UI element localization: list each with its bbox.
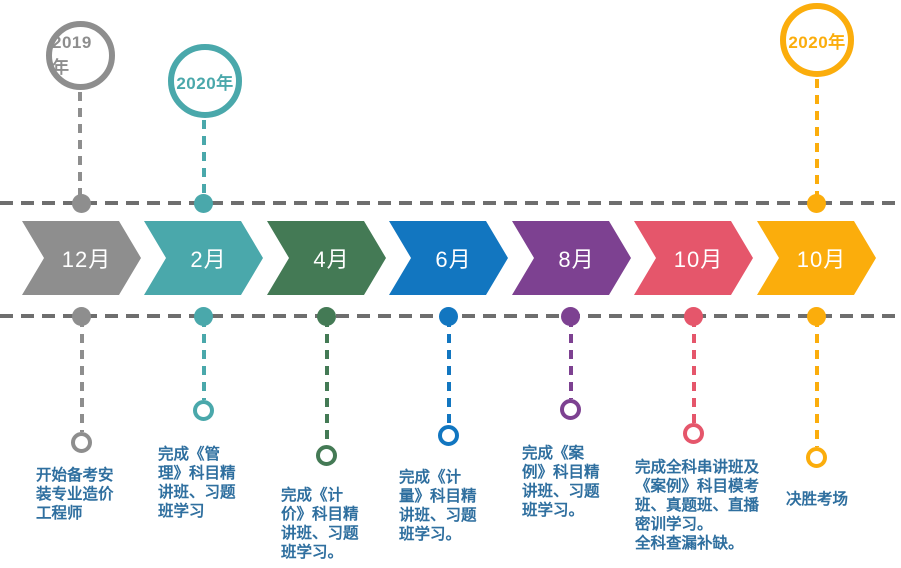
- chevron-oct-2: 10月: [757, 221, 876, 295]
- timeline-axis-top: [0, 201, 901, 205]
- ring-apr: [316, 445, 337, 466]
- year-marker-2020-exam: 2020年: [780, 3, 854, 77]
- month-label: 10月: [673, 247, 724, 272]
- axis-dot-2019: [72, 194, 91, 213]
- milestone-description-oct-2: 决胜考场: [786, 491, 849, 508]
- drop-line-feb: [202, 318, 206, 400]
- month-label: 8月: [558, 247, 595, 272]
- milestone-description-apr: 完成《计 价》科目精 讲班、习题 班学习。: [281, 487, 359, 561]
- axis-dot-2020-exam: [807, 194, 826, 213]
- drop-line-oct-2: [815, 318, 819, 447]
- milestone-dot-aug: [561, 307, 580, 326]
- ring-jun: [438, 425, 459, 446]
- ring-dec: [71, 432, 92, 453]
- chevron-aug: 8月: [512, 221, 631, 295]
- milestone-description-feb: 完成《管 理》科目精 讲班、习题 班学习: [158, 446, 236, 520]
- year-label: 2019年: [52, 33, 92, 77]
- month-label: 6月: [435, 247, 472, 272]
- month-label: 10月: [796, 247, 847, 272]
- axis-dot-2020-start: [194, 194, 213, 213]
- chevron-feb: 2月: [144, 221, 263, 295]
- milestone-dot-jun: [439, 307, 458, 326]
- ring-oct-2: [806, 447, 827, 468]
- month-label: 4月: [313, 247, 350, 272]
- ring-aug: [560, 399, 581, 420]
- milestone-dot-dec: [72, 307, 91, 326]
- year-label: 2020年: [176, 73, 234, 93]
- chevron-jun: 6月: [389, 221, 508, 295]
- ring-feb: [193, 400, 214, 421]
- drop-line-aug: [569, 318, 573, 399]
- ring-oct-1: [683, 423, 704, 444]
- year-connector-2020-start: [202, 120, 206, 203]
- milestone-dot-oct-2: [807, 307, 826, 326]
- year-connector-2020-exam: [815, 79, 819, 203]
- drop-line-jun: [447, 318, 451, 425]
- milestone-description-aug: 完成《案 例》科目精 讲班、习题 班学习。: [522, 445, 600, 519]
- drop-line-apr: [325, 318, 329, 445]
- chevron-apr: 4月: [267, 221, 386, 295]
- chevron-oct-1: 10月: [634, 221, 753, 295]
- year-marker-2019: 2019年: [46, 21, 115, 90]
- year-connector-2019: [78, 92, 82, 203]
- milestone-dot-apr: [317, 307, 336, 326]
- year-label: 2020年: [788, 32, 846, 52]
- milestone-description-dec: 开始备考安 装专业造价 工程师: [36, 467, 114, 522]
- month-label: 12月: [61, 247, 112, 272]
- drop-line-oct-1: [692, 318, 696, 423]
- milestone-dot-feb: [194, 307, 213, 326]
- chevron-dec: 12月: [22, 221, 141, 295]
- milestone-dot-oct-1: [684, 307, 703, 326]
- year-marker-2020-start: 2020年: [168, 44, 242, 118]
- milestone-description-oct-1: 完成全科串讲班及 《案例》科目模考 班、真题班、直播 密训学习。 全科查漏补缺。: [635, 459, 760, 552]
- drop-line-dec: [80, 318, 84, 432]
- milestone-description-jun: 完成《计 量》科目精 讲班、习题 班学习。: [399, 469, 477, 543]
- month-label: 2月: [190, 247, 227, 272]
